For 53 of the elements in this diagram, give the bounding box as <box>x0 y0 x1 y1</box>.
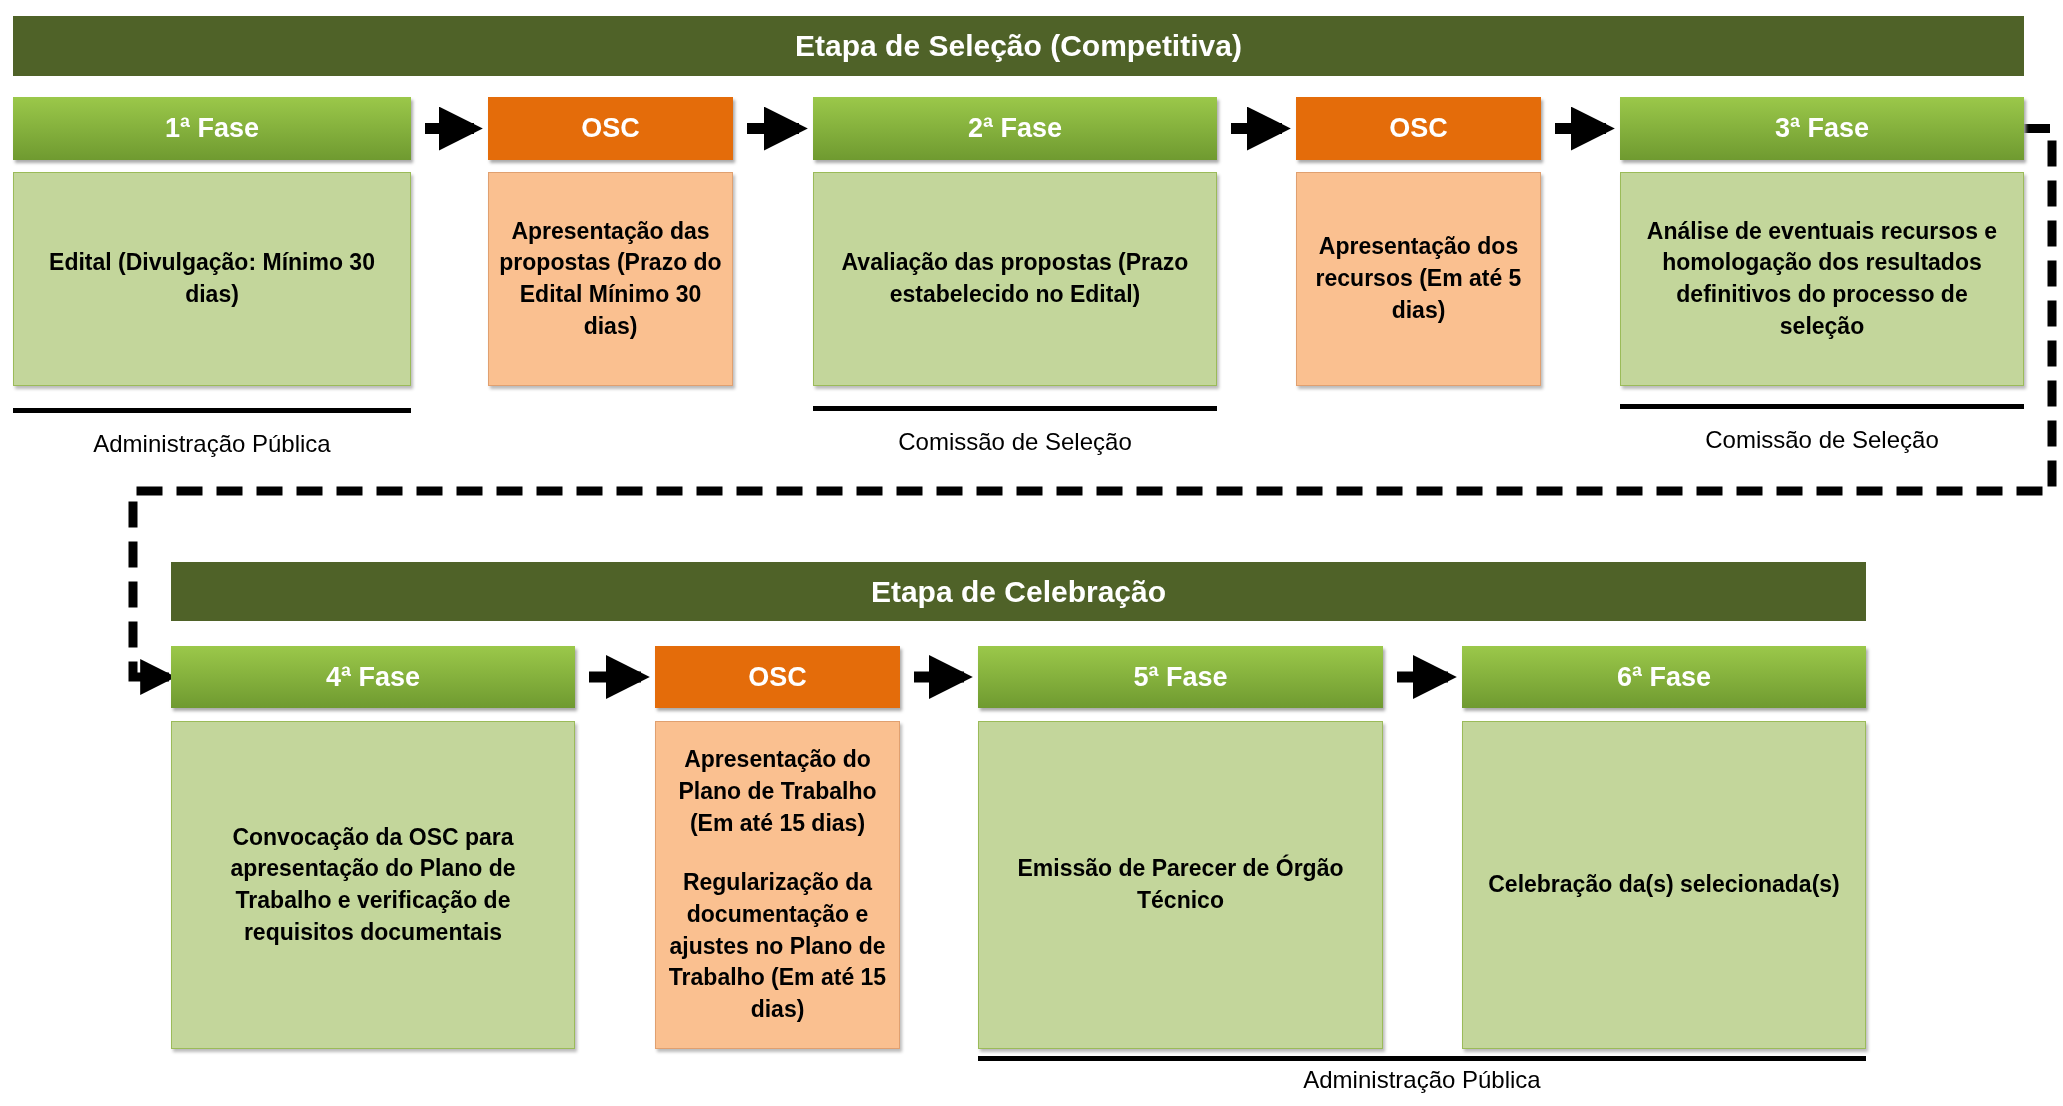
step-box <box>13 172 411 386</box>
banner-title: Etapa de Celebração <box>870 574 1167 609</box>
step-box <box>1462 721 1866 1049</box>
step-box <box>655 721 900 1049</box>
arrow <box>1231 106 1291 151</box>
actor-title: OSC <box>581 113 640 144</box>
step-text: Edital (Divulgação: Mínimo 30 dias) <box>48 248 376 309</box>
actor-title: OSC <box>1389 113 1448 144</box>
responsible-label: Administração Pública <box>92 430 332 458</box>
step-text: Apresentação dos recursos (Em até 5 dias) <box>1314 232 1523 325</box>
step-text: Celebração da(s) selecionada(s) <box>1488 870 1840 900</box>
phase-title: 1ª Fase <box>164 113 260 144</box>
actor-header <box>1296 97 1541 160</box>
responsible-label: Administração Pública <box>1302 1066 1542 1094</box>
arrow <box>1397 655 1457 699</box>
phase-title: 2ª Fase <box>967 113 1063 144</box>
arrow <box>914 655 973 699</box>
phase-title: 5ª Fase <box>1133 661 1228 693</box>
phase-header <box>171 646 575 708</box>
step-box <box>978 721 1383 1049</box>
step-box <box>813 172 1217 386</box>
actor-header <box>655 646 900 708</box>
step-text: Emissão de Parecer de Órgão Técnico <box>1016 853 1345 915</box>
step-text: Apresentação do Plano de Trabalho (Em até 15 dias) <box>677 745 878 838</box>
arrow <box>1555 106 1615 151</box>
step-box <box>1296 172 1541 386</box>
step-box <box>1620 172 2024 386</box>
responsible-label: Comissão de Seleção <box>897 428 1133 456</box>
responsible-label: Comissão de Seleção <box>1704 426 1940 454</box>
phase-header <box>1462 646 1866 708</box>
arrow <box>747 106 808 151</box>
stage-banner <box>171 562 1866 621</box>
phase-header <box>813 97 1217 160</box>
step-text: Convocação da OSC para apresentação do Plano de Trabalho e verificação de requisitos documentais <box>229 822 517 947</box>
step-box <box>488 172 733 386</box>
step-text: Análise de eventuais recursos e homologação dos resultados definitivos do processo de seleção <box>1645 216 1999 341</box>
dashed-connector <box>128 124 2057 695</box>
arrow <box>425 106 483 151</box>
banner-title: Etapa de Seleção (Competitiva) <box>795 29 1242 63</box>
actor-header <box>488 97 733 160</box>
arrow <box>589 655 650 699</box>
phase-title: 4ª Fase <box>325 661 421 693</box>
phase-header <box>1620 97 2024 160</box>
phase-title: 6ª Fase <box>1616 661 1712 693</box>
phase-header <box>978 646 1383 708</box>
phase-header <box>13 97 411 160</box>
step-box <box>171 721 575 1049</box>
step-text: Regularização da documentação e ajustes no Plano de Trabalho (Em até 15 dias) <box>667 868 888 1025</box>
actor-title: OSC <box>748 661 807 693</box>
step-text: Avaliação das propostas (Prazo estabelecido no Edital) <box>840 248 1190 309</box>
phase-title: 3ª Fase <box>1774 113 1870 144</box>
step-text: Apresentação das propostas (Prazo do Edital Mínimo 30 dias) <box>498 216 723 341</box>
stage-banner <box>13 16 2024 76</box>
